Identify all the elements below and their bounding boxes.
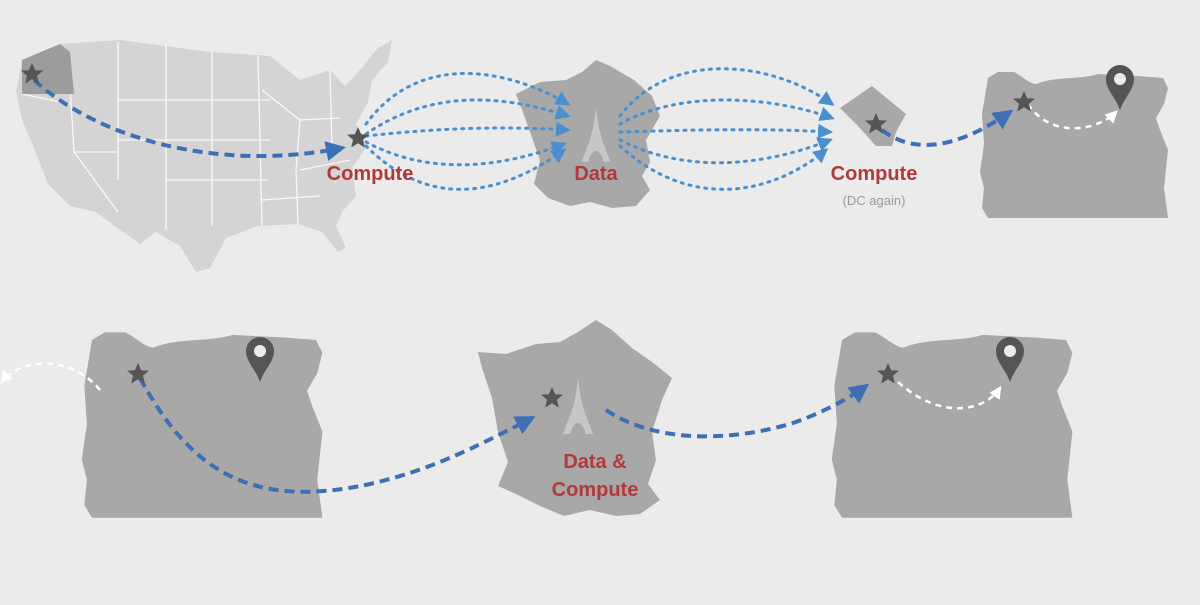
- compute-again-note: (DC again): [842, 193, 906, 208]
- usa-map: [16, 40, 392, 272]
- local-return-bottom-left: [0, 362, 101, 391]
- local-return-top: [1026, 103, 1118, 130]
- france-map-top: [516, 60, 660, 208]
- data-compute-label-line1: Data &: [563, 451, 627, 473]
- flow-oregon-to-dc: [32, 78, 346, 161]
- compute-again-label: Compute: [830, 163, 918, 185]
- transfer-arcs-1: [364, 72, 571, 191]
- flow-oregon-to-france: [138, 377, 536, 494]
- oregon-map-bottom-right: [831, 332, 1073, 518]
- compute-label: Compute: [326, 163, 414, 185]
- transfer-arcs-2: [618, 67, 835, 191]
- dc-map: [840, 86, 906, 146]
- data-compute-label-line2: Compute: [551, 479, 639, 501]
- flow-dc-to-oregon: [880, 109, 1014, 147]
- oregon-map-top: [980, 72, 1168, 218]
- local-return-bottom-right: [897, 381, 1002, 410]
- flow-france-to-oregon: [604, 383, 870, 439]
- france-map-bottom: [478, 320, 672, 516]
- data-label: Data: [574, 163, 618, 185]
